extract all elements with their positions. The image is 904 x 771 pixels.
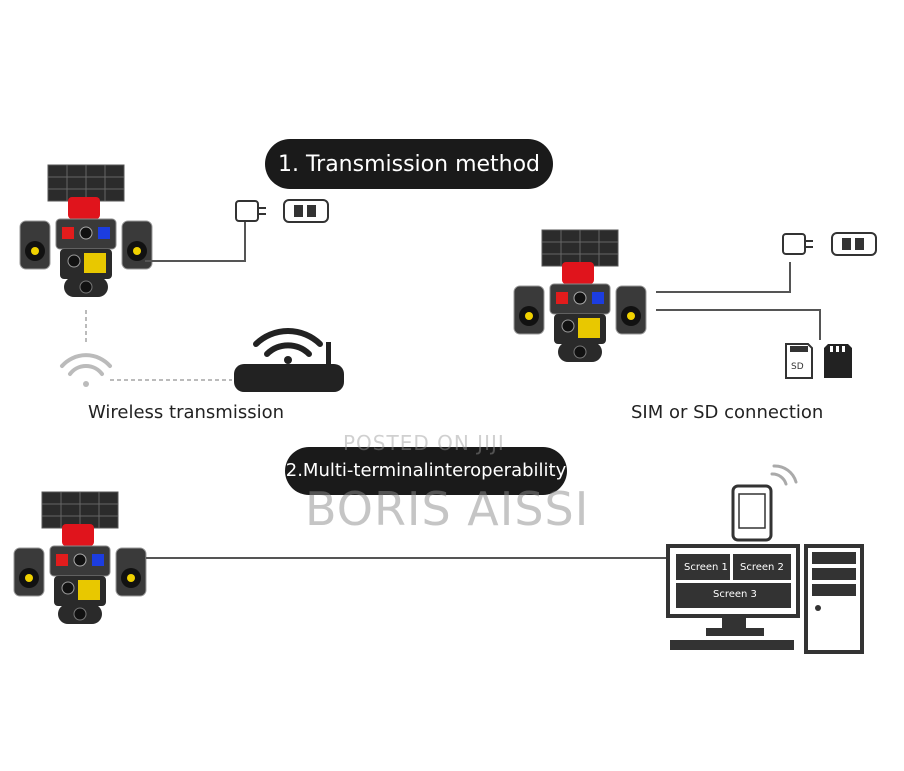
power-cable xyxy=(656,262,791,293)
desktop-computer-icon xyxy=(666,544,864,654)
wifi-icon xyxy=(60,353,112,387)
storage-cable xyxy=(656,309,821,340)
screen-2-label: Screen 2 xyxy=(740,562,784,573)
section-1-title: 1. Transmission method xyxy=(265,139,553,189)
sim-card-icon xyxy=(785,343,813,379)
router-icon xyxy=(234,328,344,392)
watermark-name: BORIS AISSI xyxy=(305,482,590,536)
screen-3-label: Screen 3 xyxy=(713,589,757,600)
sim-sd-label: SIM or SD connection xyxy=(631,402,824,423)
solar-camera-icon xyxy=(513,229,647,363)
watermark-posted: POSTED ON JIJI xyxy=(343,431,505,455)
section-2-title-line2: interoperability xyxy=(428,460,567,481)
power-cable xyxy=(145,220,246,262)
smartphone-icon xyxy=(731,464,798,542)
section-2-title: 2.Multi-terminal interoperability xyxy=(285,447,567,495)
wireless-label: Wireless transmission xyxy=(88,402,285,423)
section-2-title-line1: 2.Multi-terminal xyxy=(285,460,429,481)
power-adapter-icon xyxy=(235,200,267,222)
battery-icon xyxy=(831,232,877,256)
sd-card-icon xyxy=(824,344,852,378)
solar-camera-icon xyxy=(19,164,153,298)
sd-card-label: SD xyxy=(791,362,804,372)
screen-1-label: Screen 1 xyxy=(684,562,728,573)
battery-icon xyxy=(283,199,329,223)
solar-camera-icon xyxy=(13,491,147,625)
power-adapter-icon xyxy=(782,233,814,255)
